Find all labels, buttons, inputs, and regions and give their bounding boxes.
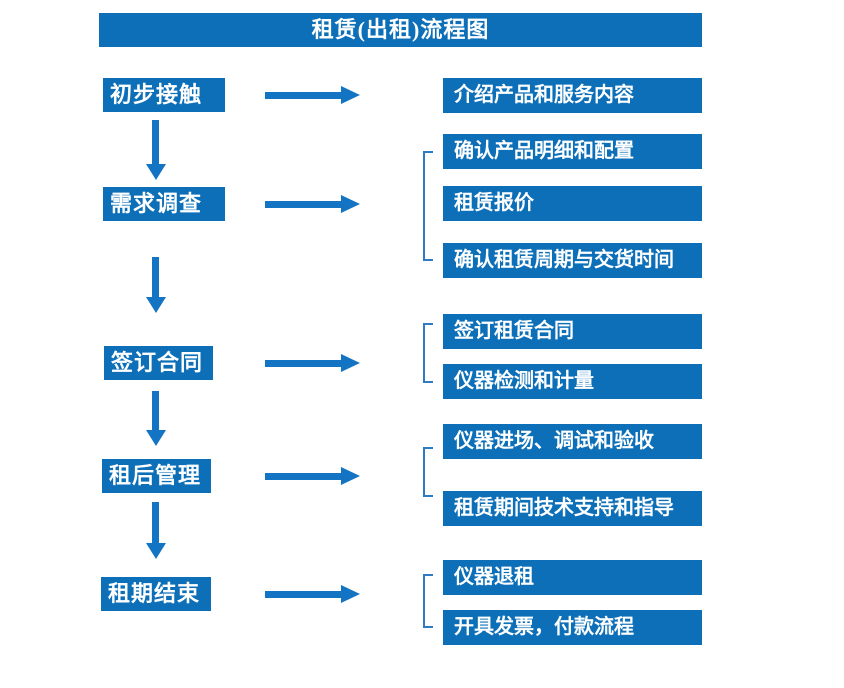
arrow-head <box>341 195 360 213</box>
detail-box: 租赁期间技术支持和指导 <box>443 491 702 526</box>
detail-box: 签订租赁合同 <box>443 314 702 349</box>
flowchart-title: 租赁(出租)流程图 <box>99 13 702 47</box>
step-box-sign-contract: 签订合同 <box>104 346 213 380</box>
group-bracket <box>423 323 433 383</box>
arrow-shaft <box>265 590 341 598</box>
detail-box: 仪器检测和计量 <box>443 364 702 399</box>
arrow-shaft <box>265 91 341 99</box>
arrow-head <box>341 354 360 372</box>
detail-box: 确认产品明细和配置 <box>443 134 702 169</box>
arrow-right-icon <box>265 467 360 485</box>
step-box-post-rental-management: 租后管理 <box>102 459 211 493</box>
step-box-demand-survey: 需求调查 <box>103 187 225 221</box>
arrow-right-icon <box>265 195 360 213</box>
arrow-shaft <box>152 120 159 164</box>
group-bracket <box>423 447 433 497</box>
arrow-down-icon <box>145 502 166 559</box>
arrow-head <box>341 585 360 603</box>
arrow-head <box>341 467 360 485</box>
group-bracket <box>423 151 433 261</box>
arrow-down-icon <box>145 257 166 313</box>
arrow-right-icon <box>265 354 360 372</box>
step-box-initial-contact: 初步接触 <box>103 78 225 112</box>
arrow-right-icon <box>265 86 360 104</box>
arrow-head <box>145 164 166 180</box>
arrow-shaft <box>152 391 159 430</box>
arrow-head <box>341 86 360 104</box>
detail-box: 仪器进场、调试和验收 <box>443 424 702 459</box>
detail-box: 介绍产品和服务内容 <box>443 78 702 113</box>
arrow-shaft <box>152 257 159 297</box>
detail-box: 仪器退租 <box>443 560 702 595</box>
step-box-rental-end: 租期结束 <box>101 577 211 611</box>
arrow-down-icon <box>145 391 166 446</box>
detail-box: 开具发票，付款流程 <box>443 610 702 645</box>
arrow-right-icon <box>265 585 360 603</box>
arrow-head <box>145 297 166 313</box>
group-bracket <box>423 574 433 628</box>
arrow-shaft <box>265 359 341 367</box>
arrow-head <box>145 430 166 446</box>
arrow-shaft <box>152 502 159 543</box>
arrow-head <box>145 543 166 559</box>
arrow-shaft <box>265 200 341 208</box>
detail-box: 租赁报价 <box>443 186 702 221</box>
arrow-shaft <box>265 472 341 480</box>
detail-box: 确认租赁周期与交货时间 <box>443 243 702 278</box>
arrow-down-icon <box>145 120 166 180</box>
